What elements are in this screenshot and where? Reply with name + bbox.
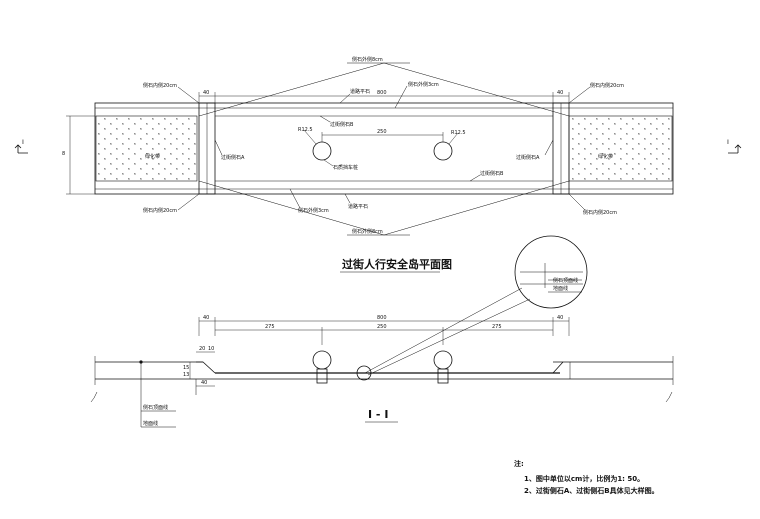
section-marker-left-arrow xyxy=(14,144,28,154)
section-det-b: 10 xyxy=(208,346,214,352)
detail-callout: 侧石顶面线 地面线 xyxy=(364,235,588,376)
plan-outline xyxy=(94,102,674,195)
plan-curb-b-bottom-leader xyxy=(469,174,481,182)
plan-road-level-top-leader xyxy=(339,93,351,104)
plan-title: 过街人行安全岛平面图 xyxy=(342,257,452,271)
plan-dim-top-left: 40 xyxy=(203,90,209,96)
bollard-right xyxy=(433,141,453,161)
section-marker-right-arrow xyxy=(728,144,742,154)
plan-outer-curb-top-label: 侧石外侧8cm xyxy=(352,56,383,63)
plan-curb-inner-br-leader xyxy=(568,193,586,211)
plan-road-level-top-label: 道路平石 xyxy=(350,88,370,95)
plan-dim-height-value: 8 xyxy=(62,151,65,157)
notes-heading: 注: xyxy=(514,459,524,468)
section-dim-seg2: 250 xyxy=(377,324,387,330)
radius-right-leader xyxy=(448,132,459,145)
plan-road-level-bottom-leader xyxy=(344,193,351,204)
section-det-a: 20 xyxy=(199,346,205,352)
detail-ground-label: 地面线 xyxy=(553,285,568,292)
plan-curb-inner-bl-label: 侧石内侧20cm xyxy=(143,207,177,214)
green-belt-left xyxy=(95,115,198,182)
bollard-note: 石质挡车桩 xyxy=(333,164,358,171)
section-bollard-right-base xyxy=(437,368,449,384)
plan-curb-mid-bottom-label: 侧石外侧3cm xyxy=(298,207,329,214)
green-belt-left-label: 绿化带 xyxy=(145,153,160,160)
plan-curb-inner-tl-leader xyxy=(177,86,200,104)
plan-curb-inner-tr-leader xyxy=(568,86,591,104)
section-curb-left xyxy=(196,361,216,374)
plan-curb-b-top-leader xyxy=(319,115,331,123)
section-det-c: 40 xyxy=(201,380,207,386)
section-dim-right: 40 xyxy=(557,315,563,321)
section-marker-right-label: I xyxy=(727,138,729,146)
plan-curb-a-right-leader xyxy=(544,139,554,156)
section-dim-left: 40 xyxy=(203,315,209,321)
plan-curb-inner-bl-leader xyxy=(177,193,200,211)
plan-dim-top-mid: 800 xyxy=(377,90,387,96)
section-label-curb-top: 侧石顶面线 xyxy=(143,404,168,411)
section-bollard-left xyxy=(312,350,332,370)
radius-left-leader xyxy=(303,129,317,145)
notes-item-1: 1、图中单位以cm计，比例为1: 50。 xyxy=(524,474,644,483)
plan-curb-a-left-label: 过街侧石A xyxy=(221,154,245,161)
section-cut-left xyxy=(90,391,98,403)
section-bollard-right xyxy=(433,350,453,370)
bollard-note-leader xyxy=(323,159,334,167)
plan-curb-mid-bottom-leader xyxy=(289,188,301,209)
plan-view: 绿化带 绿化带 250 R12.5 R12.5 石质挡车桩 40 800 40 xyxy=(14,56,742,273)
section-detail-marker xyxy=(356,365,372,381)
green-belt-right-label: 绿化带 xyxy=(598,153,613,160)
detail-curb-top-label: 侧石顶面线 xyxy=(553,277,578,284)
section-curb-right xyxy=(552,361,564,374)
notes-item-2: 2、过街侧石A、过街侧石B具体见大样图。 xyxy=(524,486,659,495)
bollard-spacing-value: 250 xyxy=(377,129,387,135)
green-belt-right xyxy=(568,115,673,182)
radius-left-label: R12.5 xyxy=(298,127,313,133)
plan-curb-b-bottom-label: 过街侧石B xyxy=(480,170,504,177)
plan-road-level-bottom-label: 道路平石 xyxy=(348,203,368,210)
bollard-left xyxy=(312,141,332,161)
plan-outer-curb-bottom-label: 侧石外侧8cm xyxy=(352,228,383,235)
section-view: 40 800 40 275 250 275 20 10 40 15 13 侧石顶… xyxy=(90,315,674,428)
radius-right-label: R12.5 xyxy=(451,130,466,136)
section-label-ground: 地面线 xyxy=(143,420,158,427)
detail-circle xyxy=(514,235,588,309)
section-title: I - I xyxy=(368,408,388,421)
detail-leader-a xyxy=(364,287,523,374)
plan-curb-inner-br-label: 侧石内侧20cm xyxy=(583,209,617,216)
notes: 注: 1、图中单位以cm计，比例为1: 50。 2、过街侧石A、过街侧石B具体见… xyxy=(514,459,659,495)
plan-dim-top-right: 40 xyxy=(557,90,563,96)
section-dim-seg3: 275 xyxy=(492,324,502,330)
section-marker-left-label: I xyxy=(22,138,24,146)
section-cut-right xyxy=(665,391,673,403)
plan-curb-inner-tr-label: 侧石内侧20cm xyxy=(590,82,624,89)
plan-curb-inner-tl-label: 侧石内侧20cm xyxy=(143,82,177,89)
detail-leader-b xyxy=(367,298,531,376)
plan-curb-b-top-label: 过街侧石B xyxy=(330,121,354,128)
section-det-h1: 15 xyxy=(183,365,189,371)
section-dim-seg1: 275 xyxy=(265,324,275,330)
plan-curb-a-right-label: 过街侧石A xyxy=(516,154,540,161)
section-dim-mid: 800 xyxy=(377,315,387,321)
plan-curb-a-left-leader xyxy=(214,139,223,156)
plan-curb-mid-top-leader xyxy=(394,85,408,109)
section-det-h2: 13 xyxy=(183,372,189,378)
plan-curb-mid-top-label: 侧石外侧3cm xyxy=(408,81,439,88)
section-bollard-left-base xyxy=(316,368,328,384)
